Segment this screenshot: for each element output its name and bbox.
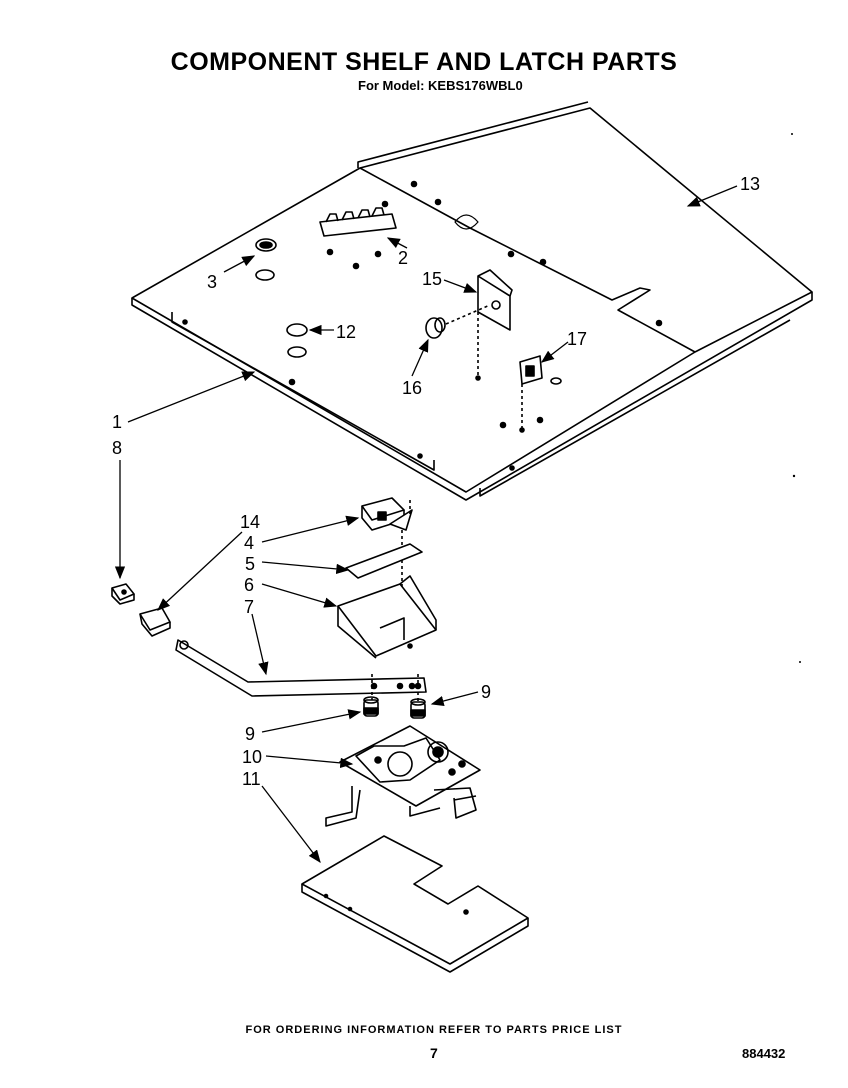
callout-9-left: 9 (245, 724, 255, 744)
callout-11: 11 (242, 769, 261, 789)
callout-12: 12 (336, 322, 356, 342)
callout-17: 17 (567, 329, 587, 349)
callout-9-right: 9 (481, 682, 491, 702)
latch-rod-7 (175, 639, 427, 702)
callout-2: 2 (398, 248, 408, 268)
bracket-15 (475, 269, 513, 381)
spacer-9-left (363, 696, 379, 717)
callout-labels: 1 8 2 3 12 13 15 16 17 14 4 5 6 7 9 9 10… (112, 174, 760, 789)
latch-piece-14 (139, 607, 171, 637)
spacer-9-right (410, 698, 426, 719)
model-subtitle: For Model: KEBS176WBL0 (358, 78, 523, 93)
callout-6: 6 (244, 575, 254, 595)
terminal-block-2 (319, 207, 397, 237)
callout-10: 10 (242, 747, 262, 767)
leader-lines (114, 185, 738, 864)
plug-12 (286, 323, 308, 358)
callout-16: 16 (402, 378, 422, 398)
callout-8: 8 (112, 438, 122, 458)
document-number: 884432 (742, 1046, 786, 1061)
shield-plate-11 (301, 835, 529, 973)
grommet-3 (255, 238, 277, 281)
lock-block-8 (111, 583, 135, 605)
callout-4: 4 (244, 533, 254, 553)
page-title: COMPONENT SHELF AND LATCH PARTS (170, 48, 678, 76)
ordering-note: FOR ORDERING INFORMATION REFER TO PARTS … (245, 1024, 623, 1036)
latch-switch-4 (361, 497, 413, 604)
callout-13: 13 (740, 174, 760, 194)
callout-3: 3 (207, 272, 217, 292)
lamp-socket-16 (425, 304, 491, 339)
latch-assembly-10 (325, 725, 481, 827)
callout-1: 1 (112, 412, 122, 432)
callout-5: 5 (245, 554, 255, 574)
switch-17 (519, 355, 562, 433)
insulator-5 (345, 543, 423, 579)
callout-14: 14 (240, 512, 260, 532)
callout-15: 15 (422, 269, 442, 289)
margin-marks (791, 133, 801, 663)
component-shelf (131, 101, 813, 501)
switch-cover-6 (337, 575, 437, 659)
callout-7: 7 (244, 597, 254, 617)
page-number: 7 (430, 1045, 438, 1061)
